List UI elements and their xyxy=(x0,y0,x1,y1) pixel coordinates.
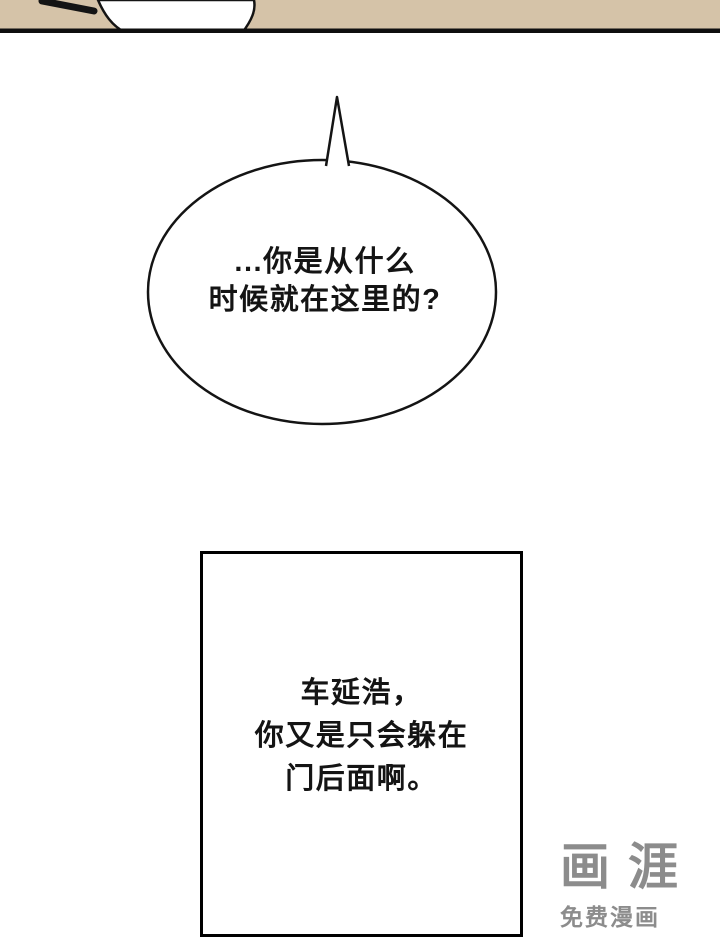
caption-line: 车延浩， xyxy=(300,676,423,709)
watermark: 画涯 免费漫画 xyxy=(560,840,696,932)
speech-bubble-text: ...你是从什么 时候就在这里的? xyxy=(130,243,520,319)
previous-panel-artwork xyxy=(0,0,720,33)
speech-line: 时候就在这里的? xyxy=(208,284,442,316)
speech-bubble xyxy=(146,95,498,426)
watermark-logo: 画涯 xyxy=(560,839,696,895)
speech-line: ...你是从什么 xyxy=(234,246,416,278)
caption-line: 你又是只会躲在 xyxy=(254,719,469,752)
caption-line: 门后面啊。 xyxy=(285,762,438,795)
caption-text: 车延浩， 你又是只会躲在 门后面啊。 xyxy=(255,672,469,801)
caption-box: 车延浩， 你又是只会躲在 门后面啊。 xyxy=(200,551,523,937)
watermark-subtitle: 免费漫画 xyxy=(560,904,660,930)
